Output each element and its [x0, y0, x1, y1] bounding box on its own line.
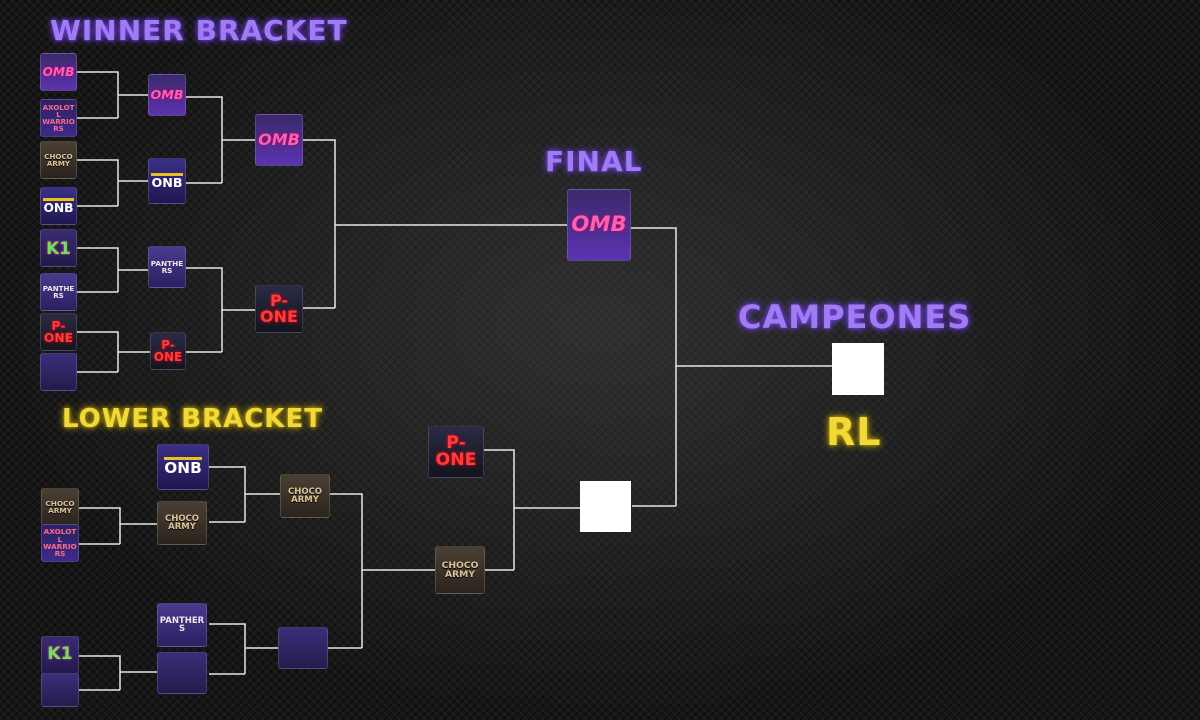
team-name: OMB	[571, 212, 627, 238]
team-name: CHOCO ARMY	[164, 513, 200, 532]
game-label: RL	[826, 410, 882, 454]
team-name: PANTHERS	[42, 283, 75, 300]
lb-r2-onb-onb-lettermark-icon: ONB	[157, 444, 209, 490]
team-name: OMB	[42, 64, 75, 79]
team-name: PANTHERS	[150, 258, 184, 275]
team-name: P-ONE	[153, 338, 183, 364]
lb-r1-axolotl-axolotl-logo-icon: AXOLOTL WARRIORS	[41, 524, 79, 562]
wb-r1-pone-skull-gear-icon: P-ONE	[40, 313, 77, 351]
wb-r2-onb-onb-lettermark-icon: ONB	[148, 158, 186, 204]
lower-bracket-title: LOWER BRACKET	[62, 404, 323, 434]
lower-final-winner-slot	[580, 481, 631, 532]
lb-r2-fire-fire-cat-icon	[157, 652, 207, 694]
team-name: CHOCO ARMY	[441, 559, 479, 580]
champion-slot	[832, 343, 884, 395]
wb-r2-panthers-panther-shield-icon: PANTHERS	[148, 246, 186, 288]
lb-r1-k1-k1-lettermark-icon: K1	[41, 636, 79, 674]
wb-r1-omb-devil-mascot-icon: OMB	[40, 53, 77, 91]
wb-r1-panthers-panther-shield-icon: PANTHERS	[40, 273, 77, 311]
wb-r1-k1-k1-lettermark-icon: K1	[40, 229, 77, 267]
wb-r2-omb-devil-mascot-icon: OMB	[148, 74, 186, 116]
wb-semi-pone-skull-gear-icon: P-ONE	[255, 285, 303, 333]
lb-semi-choco-helmet-soldier-icon: CHOCO ARMY	[435, 546, 485, 594]
lb-r1-choco-helmet-soldier-icon: CHOCO ARMY	[41, 488, 79, 526]
team-name: K1	[47, 644, 73, 665]
wb-semi-omb-devil-mascot-icon: OMB	[255, 114, 303, 166]
team-name: CHOCO ARMY	[287, 486, 323, 505]
team-name: CHOCO ARMY	[44, 151, 73, 168]
team-name: PANTHERS	[159, 615, 205, 634]
champions-title: CAMPEONES	[738, 298, 972, 336]
team-name: P-ONE	[435, 432, 477, 470]
lb-r1-fire-fire-cat-icon	[41, 673, 79, 707]
winner-bracket-title: WINNER BRACKET	[50, 14, 348, 47]
team-name: P-ONE	[43, 318, 74, 345]
lb-r2-choco-helmet-soldier-icon: CHOCO ARMY	[157, 501, 207, 545]
team-name: K1	[46, 237, 71, 258]
final-omb-devil-mascot-icon: OMB	[567, 189, 631, 261]
wb-r1-choco-helmet-soldier-icon: CHOCO ARMY	[40, 141, 77, 179]
wb-r2-pone-skull-gear-icon: P-ONE	[150, 332, 186, 370]
wb-r1-fire-fire-cat-icon	[40, 353, 77, 391]
lb-r3-choco-helmet-soldier-icon: CHOCO ARMY	[280, 474, 330, 518]
lb-r2-panthers-panther-shield-icon: PANTHERS	[157, 603, 207, 647]
team-name: OMB	[150, 86, 184, 102]
wb-r1-onb-onb-lettermark-icon: ONB	[40, 187, 77, 225]
team-name: CHOCO ARMY	[45, 498, 75, 515]
team-name: AXOLOTL WARRIORS	[42, 102, 75, 134]
wb-r1-axolotl-axolotl-logo-icon: AXOLOTL WARRIORS	[40, 99, 77, 137]
team-name: ONB	[151, 172, 183, 190]
team-name: OMB	[258, 130, 300, 149]
final-title: FINAL	[545, 145, 643, 178]
lb-r3-fire-fire-cat-icon	[278, 627, 328, 669]
team-name: P-ONE	[260, 291, 298, 326]
lb-final-pone-skull-gear-icon: P-ONE	[428, 426, 484, 478]
team-name: ONB	[164, 457, 202, 478]
team-name: AXOLOTL WARRIORS	[43, 527, 77, 559]
team-name: ONB	[43, 197, 74, 214]
